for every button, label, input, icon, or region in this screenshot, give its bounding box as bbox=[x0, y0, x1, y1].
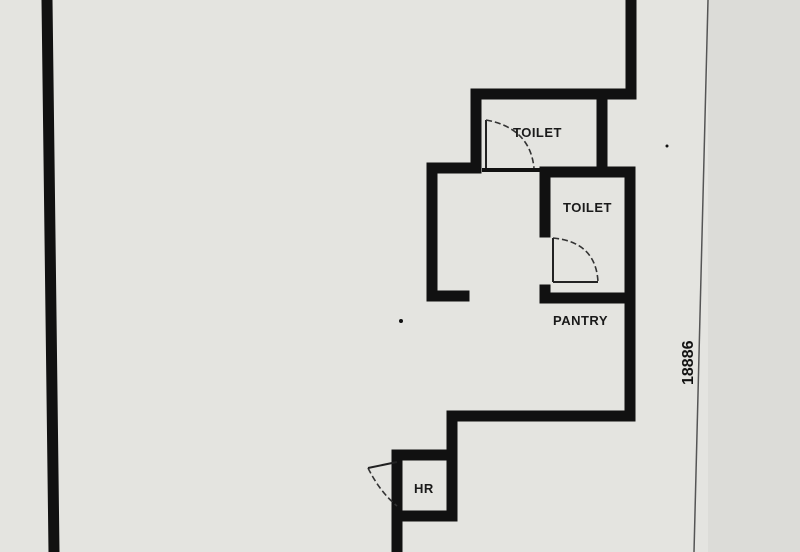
right-margin bbox=[708, 0, 800, 552]
lower-toilet-bottom-wall bbox=[539, 284, 631, 304]
ink-dot bbox=[665, 144, 669, 148]
outer-wall-upper bbox=[426, 0, 637, 302]
ink-dot bbox=[399, 319, 403, 323]
lower-toilet-door-swing bbox=[552, 237, 599, 283]
hr-door-leaf bbox=[367, 461, 398, 469]
left-outer-wall bbox=[41, 0, 60, 552]
hr-door-swing bbox=[367, 467, 398, 507]
room-label-hr: HR bbox=[414, 481, 434, 496]
room-label-pantry: PANTRY bbox=[553, 313, 608, 328]
room-label-toilet-lower: TOILET bbox=[563, 200, 612, 215]
dimension-label: 18886 bbox=[680, 340, 697, 385]
room-label-toilet-upper: TOILET bbox=[513, 125, 562, 140]
upper-toilet-door-swing bbox=[485, 119, 535, 169]
toilet-pantry-outer-wall bbox=[391, 166, 636, 461]
border-line bbox=[693, 0, 709, 552]
hr-right-wall bbox=[391, 449, 458, 522]
